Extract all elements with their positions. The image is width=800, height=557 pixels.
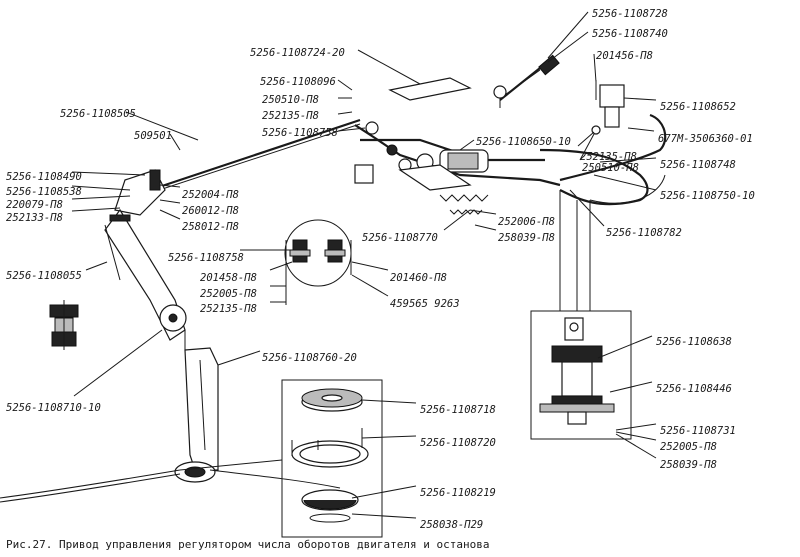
leader-line [469, 209, 497, 215]
part-label: 220079-П8 [6, 199, 63, 211]
leader-line [627, 127, 655, 132]
part-label: 5256-1108758 [168, 252, 244, 264]
leader-line [337, 127, 366, 132]
part-label: 201460-П8 [390, 272, 447, 284]
leader-line [269, 261, 293, 271]
part-label: 5256-1108718 [420, 404, 496, 416]
spring [439, 194, 489, 202]
part-label: 201456-П8 [596, 50, 653, 62]
leader-line [361, 435, 417, 439]
part-label: 5256-1108724-20 [250, 47, 345, 59]
part-label: 5256-1108731 [660, 425, 736, 437]
part-label: 5256-1108446 [656, 383, 732, 395]
detail-box-bottom [281, 379, 383, 538]
part-label: 252135-П8 [200, 303, 257, 315]
leader-line [597, 335, 653, 359]
leader-line [459, 139, 475, 151]
leader-line [443, 209, 471, 231]
part-label: 5256-1108748 [660, 159, 736, 171]
leader-line [351, 274, 389, 297]
part-label: 5256-1108055 [6, 270, 82, 282]
part-label: 5256-1108538 [6, 186, 82, 198]
leader-line [547, 31, 589, 63]
part-label: 5256-1108720 [420, 437, 496, 449]
leader-line [351, 513, 417, 519]
part-label: 5256-1108638 [656, 336, 732, 348]
leader-line [474, 224, 497, 231]
leader-line [615, 431, 657, 441]
part-label: 459565 9263 [390, 298, 460, 310]
detail-box-right [530, 310, 632, 440]
part-label: 258039-П8 [498, 232, 555, 244]
part-label: 5256-1108490 [6, 171, 82, 183]
part-label: 258038-П29 [420, 519, 483, 531]
leader-line [623, 97, 657, 101]
part-label: 252004-П8 [182, 189, 239, 201]
leader-line [615, 433, 657, 459]
leader-line [593, 174, 657, 191]
part-label: 5256-1108760-20 [262, 352, 357, 364]
leader-line [71, 171, 146, 176]
part-label: 252006-П8 [498, 216, 555, 228]
part-label: 5256-1108750-10 [660, 190, 755, 202]
part-label: 252005-П8 [660, 441, 717, 453]
part-label: 5256-1108096 [260, 76, 336, 88]
part-label: 201458-П8 [200, 272, 257, 284]
leader-line [73, 329, 163, 397]
leader-line [579, 133, 595, 161]
leader-line [569, 189, 605, 227]
leader-line [159, 199, 181, 204]
part-label: 252133-П8 [6, 212, 63, 224]
leader-line [615, 423, 657, 431]
leader-line [547, 11, 589, 59]
leader-line [361, 399, 417, 404]
part-label: 250510-П8 [582, 162, 639, 174]
leader-line [609, 381, 653, 393]
part-label: 5256-1108505 [60, 108, 136, 120]
leader-line [577, 131, 595, 147]
leader-line [71, 185, 131, 191]
figure-caption: Рис.27. Привод управления регулятором чи… [6, 538, 489, 551]
leader-line [217, 350, 261, 366]
leader-line [357, 49, 421, 85]
part-label: 5256-1108650-10 [476, 136, 571, 148]
part-label: 5256-1108740 [592, 28, 668, 40]
part-label: 252005-П8 [200, 288, 257, 300]
part-label: 258012-П8 [182, 221, 239, 233]
vertical-bracket [184, 347, 219, 471]
part-label: 260012-П8 [182, 205, 239, 217]
part-label: 252135-П8 [262, 110, 319, 122]
part-label: 5256-1108710-10 [6, 402, 101, 414]
part-label: 258039-П8 [660, 459, 717, 471]
leader-line [169, 133, 181, 151]
leader-line [351, 485, 417, 499]
leader-line [71, 207, 121, 212]
part-label: 5256-1108758 [262, 127, 338, 139]
leader-line [351, 261, 389, 271]
leader-line [125, 111, 199, 141]
main-rod [134, 118, 361, 197]
part-label: 677М-3506360-01 [658, 133, 753, 145]
part-label: 5256-1108782 [606, 227, 682, 239]
leader-line [337, 111, 353, 115]
leader-line [337, 79, 353, 91]
leader-line [85, 261, 108, 271]
part-label: 5256-1108770 [362, 232, 438, 244]
part-label: 250510-П8 [262, 94, 319, 106]
leader-line [159, 184, 181, 188]
leader-line [593, 53, 597, 83]
part-label: 5256-1108219 [420, 487, 496, 499]
part-label: 5256-1108652 [660, 101, 736, 113]
leader-line [599, 157, 657, 163]
lever-bracket [388, 77, 472, 101]
leader-line [71, 195, 131, 200]
part-label: 509501 [134, 130, 172, 142]
part-label: 5256-1108728 [592, 8, 668, 20]
leader-line [159, 209, 181, 220]
